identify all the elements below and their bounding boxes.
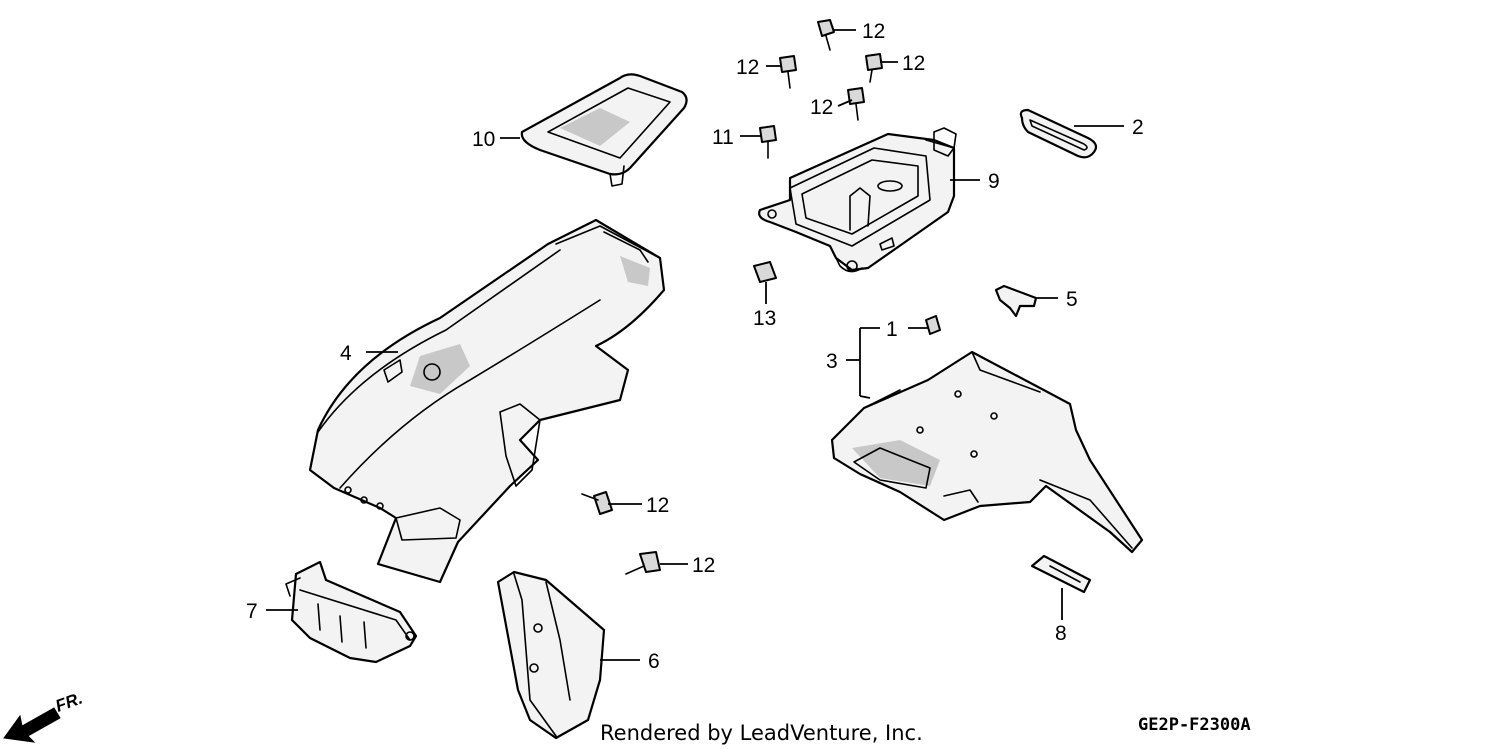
- callout-12-left: 12: [736, 56, 759, 79]
- callout-10: 10: [472, 128, 495, 151]
- bolt-icons-top: [753, 19, 883, 283]
- part-1-nut: [925, 315, 941, 335]
- callout-3: 3: [826, 350, 838, 373]
- part-5-clip: [994, 284, 1038, 318]
- part-4-fender: [308, 218, 666, 584]
- callout-4: 4: [340, 342, 352, 365]
- part-3-frame: [830, 350, 1144, 554]
- part-10-cover: [520, 73, 688, 187]
- front-direction-arrow-icon: FR.: [3, 689, 85, 743]
- callout-12-right: 12: [902, 52, 925, 75]
- part-7-bracket: [285, 560, 418, 664]
- callout-5: 5: [1066, 288, 1078, 311]
- callout-8: 8: [1055, 622, 1067, 645]
- part-8-plate: [1030, 554, 1092, 594]
- callout-7: 7: [246, 600, 258, 623]
- part-6-flap: [496, 570, 606, 740]
- footer-credit: Rendered by LeadVenture, Inc.: [600, 721, 923, 745]
- callout-6: 6: [648, 650, 660, 673]
- callout-13: 13: [753, 307, 776, 330]
- callout-12-center: 12: [810, 96, 833, 119]
- bolt-icons-middle: [581, 491, 661, 575]
- callout-12-top: 12: [862, 20, 885, 43]
- callout-11: 11: [712, 126, 734, 149]
- callout-2: 2: [1132, 116, 1144, 139]
- drawing-code: GE2P-F2300A: [1138, 715, 1251, 735]
- callout-12-mid-upper: 12: [646, 494, 669, 517]
- callout-1: 1: [886, 318, 898, 341]
- part-9-box: [758, 127, 957, 273]
- front-direction-label: FR.: [53, 689, 85, 716]
- callout-9: 9: [988, 170, 1000, 193]
- leader-lines: [266, 29, 1124, 661]
- callout-12-mid-lower: 12: [692, 554, 715, 577]
- callouts: 12 12 12 12 11 2 9 10 13 5 1 3 4 12 12 7…: [246, 20, 1144, 673]
- part-2-seal: [1019, 108, 1098, 159]
